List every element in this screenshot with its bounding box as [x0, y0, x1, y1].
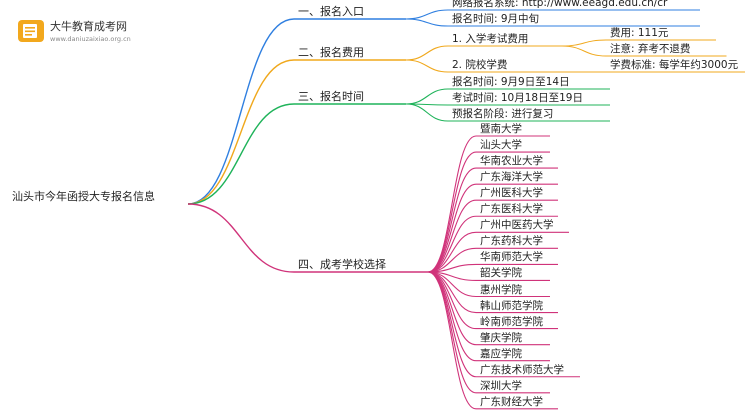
- item-connector: [427, 215, 477, 273]
- item-connector: [405, 18, 449, 27]
- subitem-connector: [561, 45, 607, 57]
- item-label: 2. 院校学费: [452, 59, 508, 71]
- item-label: 广州中医药大学: [480, 219, 554, 232]
- item-connector: [427, 199, 477, 273]
- item-connector: [427, 167, 477, 273]
- brand-logo: 大牛教育成考网 www.daniuzaixiao.org.cn: [16, 14, 136, 50]
- item-connector: [427, 183, 477, 273]
- subitem-label: 费用: 111元: [610, 27, 669, 39]
- item-label: 广东药科大学: [480, 235, 543, 248]
- root-topic: 汕头市今年函授大专报名信息: [12, 190, 155, 203]
- brand-url: www.daniuzaixiao.org.cn: [50, 35, 131, 43]
- item-label: 韶关学院: [480, 267, 522, 280]
- item-label: 广东技术师范大学: [480, 363, 564, 376]
- item-label: 考试时间: 10月18日至19日: [452, 92, 583, 104]
- item-label: 肇庆学院: [480, 331, 522, 344]
- branch-label: 四、成考学校选择: [298, 258, 386, 271]
- item-label: 网络报名系统: http://www.eeagd.edu.cn/cr: [452, 0, 668, 9]
- item-label: 韩山师范学院: [480, 299, 543, 312]
- item-connector: [405, 103, 449, 122]
- item-connector: [427, 135, 477, 273]
- subitem-label: 学费标准: 每学年约3000元: [610, 59, 739, 71]
- branch-label: 三、报名时间: [298, 90, 364, 103]
- item-label: 暨南大学: [480, 123, 522, 135]
- branch-connector: [187, 103, 295, 205]
- item-connector: [427, 231, 477, 273]
- item-label: 惠州学院: [480, 283, 522, 296]
- item-label: 汕头大学: [480, 139, 522, 152]
- branch-label: 一、报名入口: [298, 5, 364, 18]
- item-label: 华南农业大学: [480, 155, 543, 168]
- item-label: 广东医科大学: [480, 203, 543, 216]
- branch-connector: [187, 59, 295, 205]
- item-label: 华南师范大学: [480, 251, 543, 264]
- item-label: 深圳大学: [480, 379, 522, 392]
- item-label: 嘉应学院: [480, 347, 522, 360]
- item-connector: [427, 271, 477, 378]
- subitem-connector: [561, 39, 607, 47]
- item-label: 广州医科大学: [480, 187, 543, 200]
- item-label: 报名时间: 9月中旬: [452, 13, 540, 25]
- item-connector: [427, 271, 477, 314]
- item-connector: [427, 271, 477, 410]
- item-label: 报名时间: 9月9日至14日: [452, 76, 570, 88]
- item-connector: [405, 88, 449, 105]
- item-connector: [427, 271, 477, 394]
- branch-connector: [187, 18, 295, 205]
- item-label: 1. 入学考试费用: [452, 33, 529, 45]
- item-connector: [405, 45, 449, 61]
- item-label: 广东财经大学: [480, 395, 543, 408]
- branch-label: 二、报名费用: [298, 46, 364, 59]
- subitem-label: 注意: 弃考不退费: [610, 43, 691, 55]
- item-connector: [427, 271, 477, 362]
- item-connector: [405, 59, 449, 73]
- item-label: 岭南师范学院: [480, 315, 543, 328]
- item-label: 广东海洋大学: [480, 171, 543, 184]
- item-connector: [405, 9, 449, 20]
- item-connector: [427, 151, 477, 273]
- book-icon: [18, 20, 44, 42]
- item-label: 预报名阶段: 进行复习: [452, 108, 554, 120]
- branch-connector: [187, 203, 295, 273]
- brand-title: 大牛教育成考网: [50, 20, 127, 33]
